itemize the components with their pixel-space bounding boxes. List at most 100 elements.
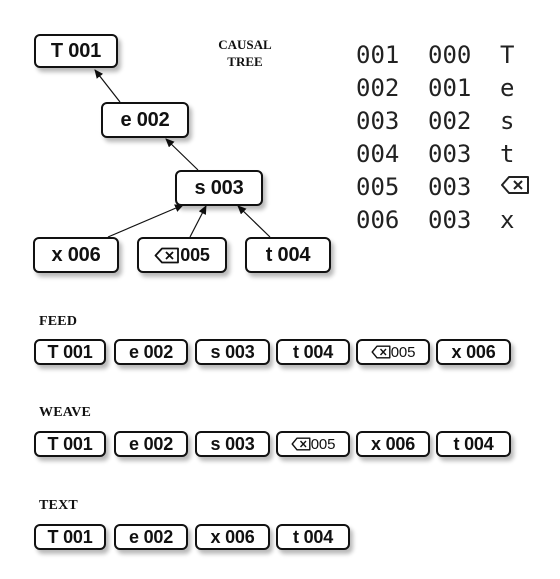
item-char: e bbox=[128, 433, 139, 454]
item-id: 006 bbox=[225, 526, 255, 547]
log-char: e bbox=[500, 73, 515, 102]
item-id: 002 bbox=[143, 341, 174, 362]
item-char: t bbox=[292, 526, 299, 547]
item-id: 001 bbox=[63, 526, 93, 547]
item-char: t bbox=[453, 433, 460, 454]
item-id: 006 bbox=[466, 341, 496, 362]
log-parent: 003 bbox=[428, 205, 472, 234]
item-id: 004 bbox=[464, 433, 494, 454]
text-item: t 004 bbox=[276, 524, 350, 550]
item-id: 002 bbox=[143, 433, 174, 454]
tree-node-t: t 004 bbox=[245, 237, 331, 273]
log-char: T bbox=[500, 40, 515, 69]
item-char: T bbox=[47, 341, 59, 362]
item-id: 005 bbox=[310, 435, 336, 453]
item-char: t bbox=[292, 341, 299, 362]
tree-node-delete: 005 bbox=[137, 237, 227, 273]
edge-t-to-s bbox=[237, 205, 271, 238]
log-id: 002 bbox=[356, 73, 400, 102]
log-char: t bbox=[500, 139, 515, 168]
edge-e-to-T bbox=[94, 69, 121, 103]
node-id: 003 bbox=[210, 176, 244, 199]
item-id: 004 bbox=[303, 341, 334, 362]
item-id: 004 bbox=[303, 526, 334, 547]
node-char: T bbox=[50, 39, 63, 62]
log-char-backspace-icon bbox=[500, 173, 540, 201]
log-row: 001 000 T bbox=[356, 38, 540, 71]
log-id: 005 bbox=[356, 172, 400, 201]
weave-item: e 002 bbox=[114, 431, 188, 457]
item-char: T bbox=[47, 526, 59, 547]
log-parent: 003 bbox=[428, 139, 472, 168]
feed-item: T 001 bbox=[34, 339, 106, 365]
log-char: x bbox=[500, 205, 515, 234]
operation-log: 001 000 T 002 001 e 003 002 s 004 003 t 005 003 0… bbox=[356, 38, 540, 236]
title-line-2: TREE bbox=[227, 54, 263, 69]
tree-node-s: s 003 bbox=[175, 170, 263, 206]
item-id: 003 bbox=[225, 341, 255, 362]
tree-node-x: x 006 bbox=[33, 237, 119, 273]
node-char: t bbox=[265, 243, 273, 266]
log-char: s bbox=[500, 106, 515, 135]
item-id: 003 bbox=[225, 433, 255, 454]
log-id: 003 bbox=[356, 106, 400, 135]
tree-node-e: e 002 bbox=[101, 102, 189, 138]
item-char: e bbox=[128, 341, 139, 362]
weave-item: t 004 bbox=[436, 431, 511, 457]
log-row: 006 003 x bbox=[356, 203, 540, 236]
diagram-title: CAUSAL TREE bbox=[200, 36, 290, 70]
feed-item: x 006 bbox=[436, 339, 511, 365]
weave-item-delete: 005 bbox=[276, 431, 350, 457]
item-char: x bbox=[370, 433, 381, 454]
feed-heading: FEED bbox=[39, 314, 78, 329]
backspace-icon bbox=[291, 437, 311, 451]
feed-item: t 004 bbox=[276, 339, 350, 365]
item-char: T bbox=[47, 433, 59, 454]
feed-item-delete: 005 bbox=[356, 339, 430, 365]
item-id: 006 bbox=[385, 433, 416, 454]
node-char: e bbox=[120, 108, 132, 131]
item-id: 001 bbox=[63, 341, 93, 362]
node-id: 004 bbox=[277, 243, 311, 266]
backspace-icon bbox=[154, 247, 180, 264]
node-char: x bbox=[51, 243, 63, 266]
log-parent: 003 bbox=[428, 172, 472, 201]
node-id: 006 bbox=[67, 243, 101, 266]
text-item: e 002 bbox=[114, 524, 188, 550]
text-heading: TEXT bbox=[39, 498, 78, 513]
edge-del-to-s bbox=[189, 205, 207, 238]
log-row: 003 002 s bbox=[356, 104, 540, 137]
log-row: 004 003 t bbox=[356, 137, 540, 170]
item-id: 001 bbox=[63, 433, 93, 454]
feed-item: e 002 bbox=[114, 339, 188, 365]
item-id: 002 bbox=[143, 526, 174, 547]
node-id: 002 bbox=[136, 108, 170, 131]
log-id: 006 bbox=[356, 205, 400, 234]
log-id: 001 bbox=[356, 40, 400, 69]
tree-node-T: T 001 bbox=[34, 34, 118, 68]
text-item: x 006 bbox=[195, 524, 270, 550]
log-parent: 002 bbox=[428, 106, 472, 135]
weave-item: x 006 bbox=[356, 431, 430, 457]
log-row: 005 003 bbox=[356, 170, 540, 203]
item-char: x bbox=[210, 526, 221, 547]
item-char: e bbox=[128, 526, 139, 547]
feed-item: s 003 bbox=[195, 339, 270, 365]
log-row: 002 001 e bbox=[356, 71, 540, 104]
text-item: T 001 bbox=[34, 524, 106, 550]
item-char: s bbox=[210, 433, 221, 454]
weave-item: s 003 bbox=[195, 431, 270, 457]
item-char: s bbox=[210, 341, 221, 362]
log-id: 004 bbox=[356, 139, 400, 168]
edge-x-to-s bbox=[107, 204, 184, 238]
log-parent: 000 bbox=[428, 40, 472, 69]
weave-item: T 001 bbox=[34, 431, 106, 457]
log-parent: 001 bbox=[428, 73, 472, 102]
node-char: s bbox=[194, 176, 206, 199]
title-line-1: CAUSAL bbox=[218, 37, 272, 52]
edge-s-to-e bbox=[165, 138, 199, 171]
weave-heading: WEAVE bbox=[39, 405, 92, 420]
item-char: x bbox=[451, 341, 462, 362]
